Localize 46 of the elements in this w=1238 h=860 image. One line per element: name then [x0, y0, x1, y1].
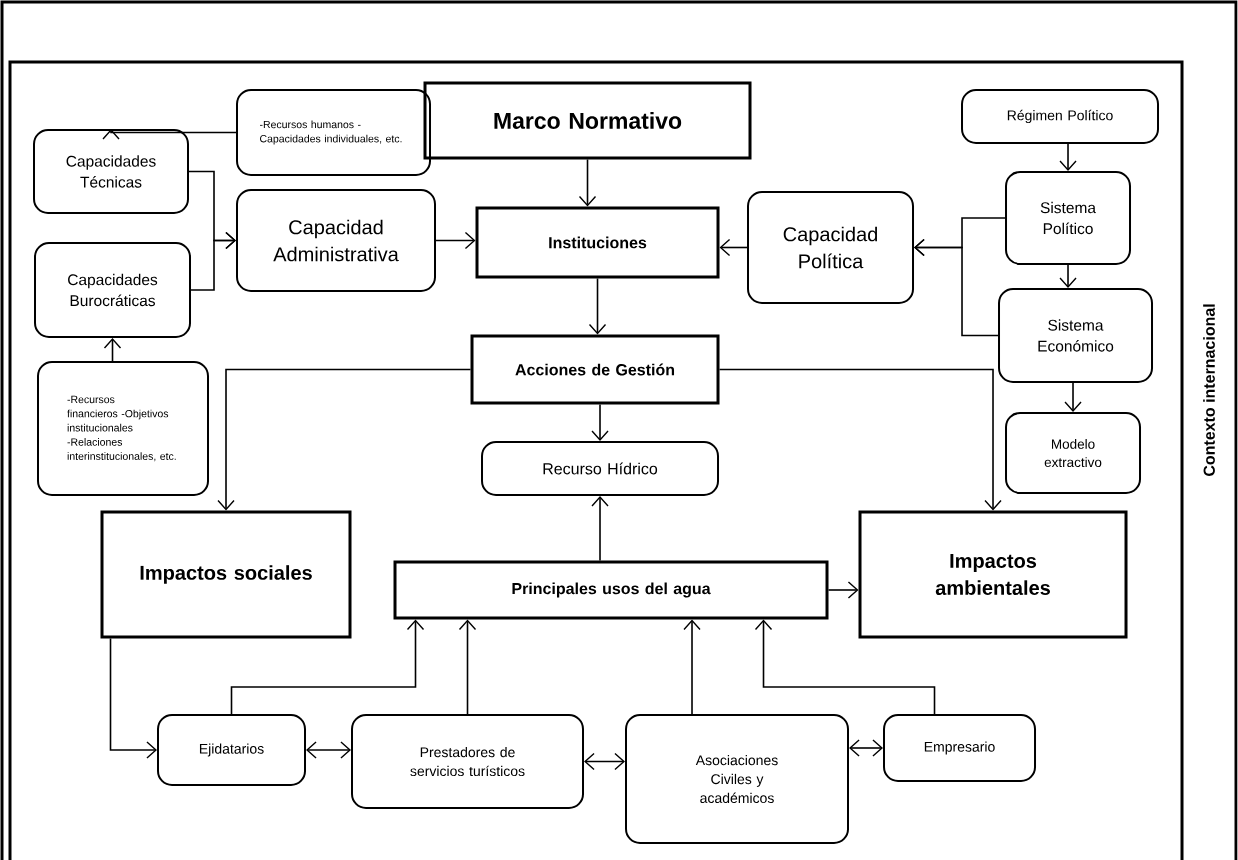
heading-box: Instituciones [475, 206, 720, 279]
arrow [230, 619, 425, 715]
rounded-box: Empresario [883, 714, 1036, 782]
rounded-box: Sistema Político [1005, 171, 1131, 265]
rounded-box: Capacidades Técnicas [33, 129, 189, 214]
heading-box: Impactos ambientales [858, 510, 1128, 639]
heading-box: Marco Normativo [423, 81, 752, 160]
arrow [306, 741, 351, 759]
heading-box: Principales usos del agua [393, 560, 829, 620]
rounded-box: Asociaciones Civiles y académicos [625, 714, 849, 844]
arrow [754, 619, 936, 715]
arrow [914, 238, 999, 337]
arrow [1064, 382, 1082, 412]
side-label: Contexto internacional [1203, 304, 1215, 476]
rounded-box: Modelo extractivo [1005, 412, 1141, 494]
arrow [102, 129, 237, 140]
arrow [827, 581, 859, 599]
arrow [217, 368, 472, 511]
rounded-box: Régimen Político [961, 89, 1159, 144]
rounded-box: Ejidatarios [157, 714, 306, 786]
arrow [683, 619, 701, 715]
arrow [190, 231, 236, 291]
rounded-box: Capacidades Burocráticas [34, 242, 191, 338]
rounded-box: Prestadores de servicios turísticos [351, 714, 584, 809]
rounded-box: -Recursos financieros -Objetivos institucionales -Relaciones interinstitucionales, etc. [37, 361, 209, 496]
arrow [588, 277, 607, 335]
rounded-box: -Recursos humanos -Capacidades individuales, etc. [236, 89, 431, 176]
arrow [849, 739, 883, 757]
arrow [719, 238, 748, 257]
arrow [1059, 143, 1077, 171]
arrow [578, 158, 597, 207]
heading-box: Impactos sociales [100, 510, 352, 639]
heading-box: Acciones de Gestión [470, 334, 720, 405]
arrow [591, 403, 609, 441]
arrow [103, 338, 122, 362]
arrow [591, 496, 609, 562]
arrow [458, 619, 477, 715]
rounded-box: Capacidad Política [747, 191, 914, 304]
arrow [718, 368, 1002, 511]
arrow [1059, 264, 1077, 288]
rounded-box: Sistema Económico [998, 288, 1153, 383]
arrow [584, 752, 625, 771]
rounded-box: Recurso Hídrico [481, 441, 719, 496]
arrow [435, 231, 476, 250]
rounded-box: Capacidad Administrativa [236, 189, 436, 292]
arrow [109, 637, 157, 759]
